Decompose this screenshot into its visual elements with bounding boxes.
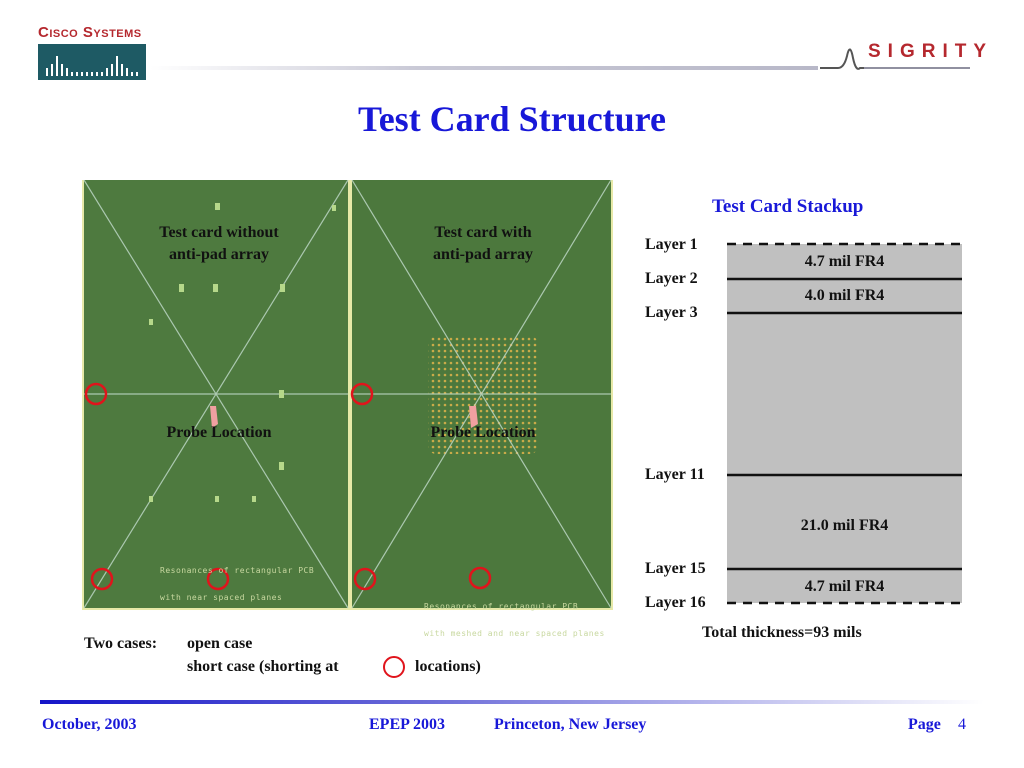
case-short: short case (shorting at [187, 658, 339, 675]
caption-line: anti-pad array [169, 246, 269, 263]
dielectric-3-label: 21.0 mil FR4 [800, 517, 889, 534]
stackup-dielectric-fill [727, 244, 962, 603]
layer-11-label: Layer 11 [645, 466, 705, 483]
layer-2-label: Layer 2 [645, 270, 698, 287]
sigrity-waveform-logo [820, 48, 970, 70]
footer-page-number: 4 [958, 716, 966, 733]
layer-3-label: Layer 3 [645, 304, 698, 321]
stackup-title: Test Card Stackup [712, 196, 864, 217]
header-divider [150, 66, 818, 70]
page-title: Test Card Structure [358, 99, 666, 139]
pcb-note-line: Resonances of rectangular PCB [424, 602, 579, 611]
test-card-photo: Test card without anti-pad array Test ca… [82, 180, 613, 638]
dielectric-4-label: 4.7 mil FR4 [804, 578, 885, 595]
footer-divider [40, 700, 984, 704]
pcb-note-line: Resonances of rectangular PCB [160, 566, 315, 575]
layer-1-label: Layer 1 [645, 236, 698, 253]
total-thickness: Total thickness=93 mils [702, 624, 862, 641]
case-short-suffix: locations) [415, 658, 481, 675]
caption-line: anti-pad array [433, 246, 533, 263]
pcb-note-left: Resonances of rectangular PCB with near … [160, 548, 314, 620]
pcb-note-line: with near spaced planes [160, 593, 283, 602]
short-location-marker-icon [383, 656, 405, 678]
footer-date: October, 2003 [42, 716, 137, 733]
cisco-logo-text: Cisco Systems [38, 24, 142, 41]
footer-location: Princeton, New Jersey [494, 716, 647, 733]
probe-location-right: Probe Location [430, 424, 536, 441]
layer-15-label: Layer 15 [645, 560, 706, 577]
probe-location-left: Probe Location [166, 424, 272, 441]
stackup-diagram [727, 242, 962, 605]
pcb-boards-illustration [83, 180, 612, 609]
caption-line: Test card without [159, 224, 279, 241]
case-open: open case [187, 635, 253, 652]
layer-16-label: Layer 16 [645, 594, 706, 611]
sigrity-logo-text: SIGRITY [868, 41, 994, 62]
footer-conference: EPEP 2003 [369, 716, 446, 733]
cisco-logo-bars [38, 44, 146, 80]
caption-without-antipad: Test card without anti-pad array [134, 222, 304, 266]
cases-label: Two cases: [84, 635, 158, 652]
dielectric-2-label: 4.0 mil FR4 [804, 287, 885, 304]
caption-with-antipad: Test card with anti-pad array [398, 222, 568, 266]
pcb-note-line: with meshed and near spaced planes [424, 629, 605, 638]
footer-page-label: Page [908, 716, 941, 733]
pcb-note-right: Resonances of rectangular PCB with meshe… [424, 584, 605, 656]
dielectric-1-label: 4.7 mil FR4 [804, 253, 885, 270]
caption-line: Test card with [434, 224, 532, 241]
